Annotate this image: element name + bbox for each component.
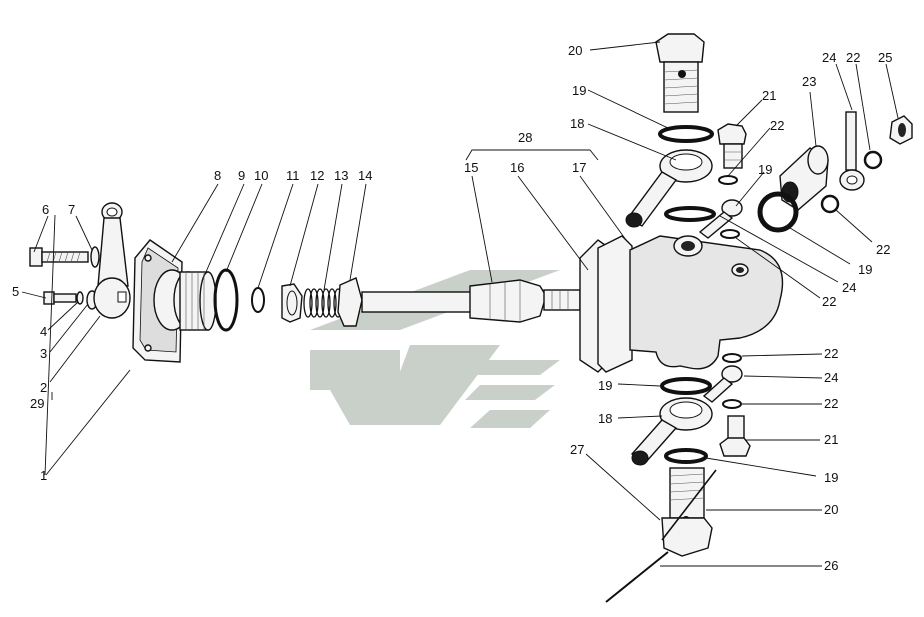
label-24-b: 24 bbox=[842, 280, 856, 295]
label-9: 9 bbox=[238, 168, 245, 183]
banjo-fitting-part-18-lower bbox=[630, 397, 713, 466]
rod-part-26 bbox=[605, 551, 669, 603]
lever-part-2 bbox=[93, 202, 131, 319]
label-23: 23 bbox=[802, 74, 816, 89]
ring-part-19-b bbox=[664, 206, 716, 222]
label-1: 1 bbox=[40, 468, 47, 483]
label-22-f: 22 bbox=[824, 396, 838, 411]
label-22-d: 22 bbox=[822, 294, 836, 309]
ring-part-19-c bbox=[757, 191, 799, 233]
banjo-fitting-part-18-upper bbox=[625, 149, 713, 228]
label-28: 28 bbox=[518, 130, 532, 145]
hollow-bolt-part-20-upper bbox=[655, 33, 705, 113]
label-13: 13 bbox=[334, 168, 348, 183]
small-bolt-part-21-lower bbox=[719, 415, 751, 457]
ring-part-22-d bbox=[863, 150, 883, 170]
label-20-upper: 20 bbox=[568, 43, 582, 58]
label-22-b: 22 bbox=[846, 50, 860, 65]
bolt-part-6 bbox=[29, 247, 89, 267]
retainer-part-14 bbox=[337, 277, 363, 327]
label-4: 4 bbox=[40, 324, 47, 339]
label-21-upper: 21 bbox=[762, 88, 776, 103]
ring-part-22-c bbox=[820, 194, 840, 214]
label-2: 2 bbox=[40, 380, 47, 395]
label-25: 25 bbox=[878, 50, 892, 65]
label-8: 8 bbox=[214, 168, 221, 183]
ring-part-19-e bbox=[664, 448, 708, 464]
bolt-part-5 bbox=[43, 291, 77, 305]
leader-lines bbox=[21, 41, 899, 567]
ring-part-11 bbox=[251, 287, 265, 313]
pipe-part-24-upper bbox=[839, 111, 865, 191]
label-3: 3 bbox=[40, 346, 47, 361]
hollow-bolt-part-20-lower bbox=[661, 467, 713, 557]
adapter-part-23 bbox=[779, 145, 829, 211]
pin-part-27 bbox=[661, 469, 717, 541]
label-20-lower: 20 bbox=[824, 502, 838, 517]
washer-part-7 bbox=[90, 246, 100, 268]
label-18-lower: 18 bbox=[598, 411, 612, 426]
label-19-a: 19 bbox=[572, 83, 586, 98]
ring-part-22-e bbox=[722, 353, 742, 363]
sleeve-part-9 bbox=[179, 271, 217, 331]
label-22-c: 22 bbox=[876, 242, 890, 257]
label-7: 7 bbox=[68, 202, 75, 217]
washer-part-4 bbox=[76, 291, 84, 305]
spring-part-13 bbox=[303, 288, 343, 318]
ring-part-22-f bbox=[722, 399, 742, 409]
label-12: 12 bbox=[310, 168, 324, 183]
label-17: 17 bbox=[572, 160, 586, 175]
label-14: 14 bbox=[358, 168, 372, 183]
label-15: 15 bbox=[464, 160, 478, 175]
label-19-b: 19 bbox=[758, 162, 772, 177]
label-6: 6 bbox=[42, 202, 49, 217]
label-22-e: 22 bbox=[824, 346, 838, 361]
ring-part-19-d bbox=[660, 377, 712, 395]
ring-part-19-upper bbox=[658, 125, 714, 143]
label-19-c: 19 bbox=[858, 262, 872, 277]
small-bolt-part-21-upper bbox=[717, 123, 747, 169]
ring-part-22-a bbox=[718, 175, 738, 185]
label-5: 5 bbox=[12, 284, 19, 299]
nut-part-12 bbox=[281, 283, 303, 323]
label-10: 10 bbox=[254, 168, 268, 183]
label-26: 26 bbox=[824, 558, 838, 573]
label-19-d: 19 bbox=[598, 378, 612, 393]
part-labels: 1 2 3 4 5 6 7 8 9 10 11 12 13 14 15 16 1… bbox=[12, 43, 892, 573]
banjo-part-24-lower bbox=[702, 365, 743, 403]
housing-part-17 bbox=[597, 235, 784, 373]
label-21-lower: 21 bbox=[824, 432, 838, 447]
label-24-c: 24 bbox=[824, 370, 838, 385]
label-11: 11 bbox=[286, 168, 300, 183]
nut-part-25 bbox=[889, 115, 913, 145]
label-27: 27 bbox=[570, 442, 584, 457]
label-29: 29 bbox=[30, 396, 44, 411]
shaft-part-15 bbox=[361, 279, 581, 323]
o-ring-part-10 bbox=[213, 268, 239, 332]
ring-part-22-b bbox=[720, 229, 740, 239]
label-19-e: 19 bbox=[824, 470, 838, 485]
label-16: 16 bbox=[510, 160, 524, 175]
label-22-a: 22 bbox=[770, 118, 784, 133]
label-18-upper: 18 bbox=[570, 116, 584, 131]
label-24-a: 24 bbox=[822, 50, 836, 65]
